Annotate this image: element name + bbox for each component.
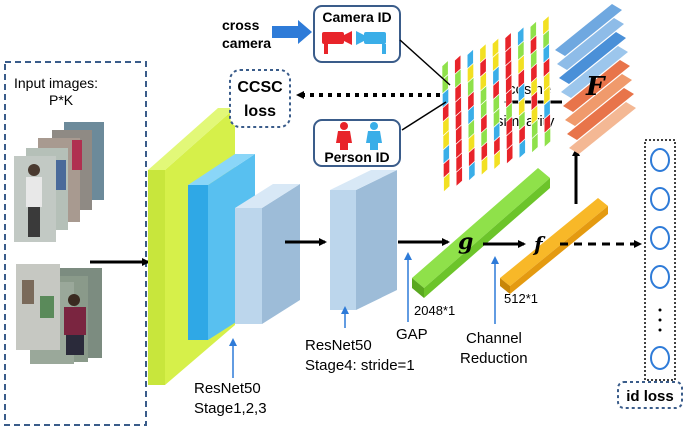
matrix-cell bbox=[544, 126, 551, 148]
loss-label: loss bbox=[244, 103, 276, 120]
person-blue-icon bbox=[366, 122, 382, 150]
id-neuron bbox=[650, 265, 670, 289]
stage123-lightblue-block bbox=[235, 184, 300, 324]
channel-label-line2: Reduction bbox=[460, 350, 528, 367]
stage4-label-line1: ResNet50 bbox=[305, 337, 372, 354]
matrix-cell bbox=[455, 166, 463, 188]
gap-label: GAP bbox=[396, 326, 428, 343]
cross-camera-arrow bbox=[272, 20, 312, 44]
id-loss-label: id loss bbox=[626, 388, 674, 405]
matrix-cell bbox=[481, 154, 488, 176]
person-red-icon bbox=[336, 122, 352, 150]
F-feature-stack bbox=[555, 4, 636, 154]
F-symbol: F bbox=[585, 72, 606, 102]
stage123-label-line1: ResNet50 bbox=[194, 380, 261, 397]
matrix-cell bbox=[443, 171, 451, 193]
g-feature-bar bbox=[412, 168, 550, 298]
f-symbol: f bbox=[532, 232, 546, 256]
input-images-box bbox=[4, 61, 147, 426]
f-dim-label: 512*1 bbox=[504, 291, 538, 306]
input-title: Input images: bbox=[14, 75, 98, 91]
person-id-label: Person ID bbox=[324, 149, 389, 165]
person-images-bottom bbox=[16, 264, 102, 364]
camera-blue-icon bbox=[356, 31, 386, 54]
matrix-cell bbox=[493, 149, 501, 171]
stage4-block bbox=[330, 170, 397, 310]
person-id-box: Person ID bbox=[313, 119, 401, 167]
cross-label: cross bbox=[222, 17, 260, 33]
person-images-top bbox=[14, 122, 104, 242]
matrix-cell bbox=[468, 160, 476, 182]
stage4-label-line2: Stage4: stride=1 bbox=[305, 357, 415, 374]
stage123-label-line2: Stage1,2,3 bbox=[194, 400, 267, 417]
matrix-cell bbox=[506, 143, 514, 165]
matrix-cell bbox=[518, 138, 526, 160]
ccsc-label: CCSC bbox=[237, 79, 283, 96]
id-loss-neurons bbox=[650, 148, 670, 370]
person-to-matrix-line bbox=[401, 101, 447, 131]
g-symbol: g bbox=[458, 229, 473, 255]
ccsc-loss-box bbox=[229, 69, 291, 128]
id-loss-column bbox=[644, 139, 676, 381]
f-feature-bar bbox=[500, 198, 608, 294]
g-dim-label: 2048*1 bbox=[414, 303, 455, 318]
camera-id-label: Camera ID bbox=[322, 9, 391, 25]
camera-label: camera bbox=[222, 35, 271, 51]
id-neuron bbox=[650, 187, 670, 211]
input-subtitle: P*K bbox=[49, 92, 74, 108]
id-neuron bbox=[650, 226, 670, 250]
id-neuron bbox=[650, 346, 670, 370]
id-neuron bbox=[650, 148, 670, 172]
channel-label-line1: Channel bbox=[466, 330, 522, 347]
camera-to-matrix-line bbox=[399, 39, 451, 86]
similarity-matrix bbox=[441, 14, 551, 193]
id-loss-label-box bbox=[617, 381, 683, 409]
camera-red-icon bbox=[322, 31, 352, 54]
matrix-cell bbox=[531, 132, 539, 154]
